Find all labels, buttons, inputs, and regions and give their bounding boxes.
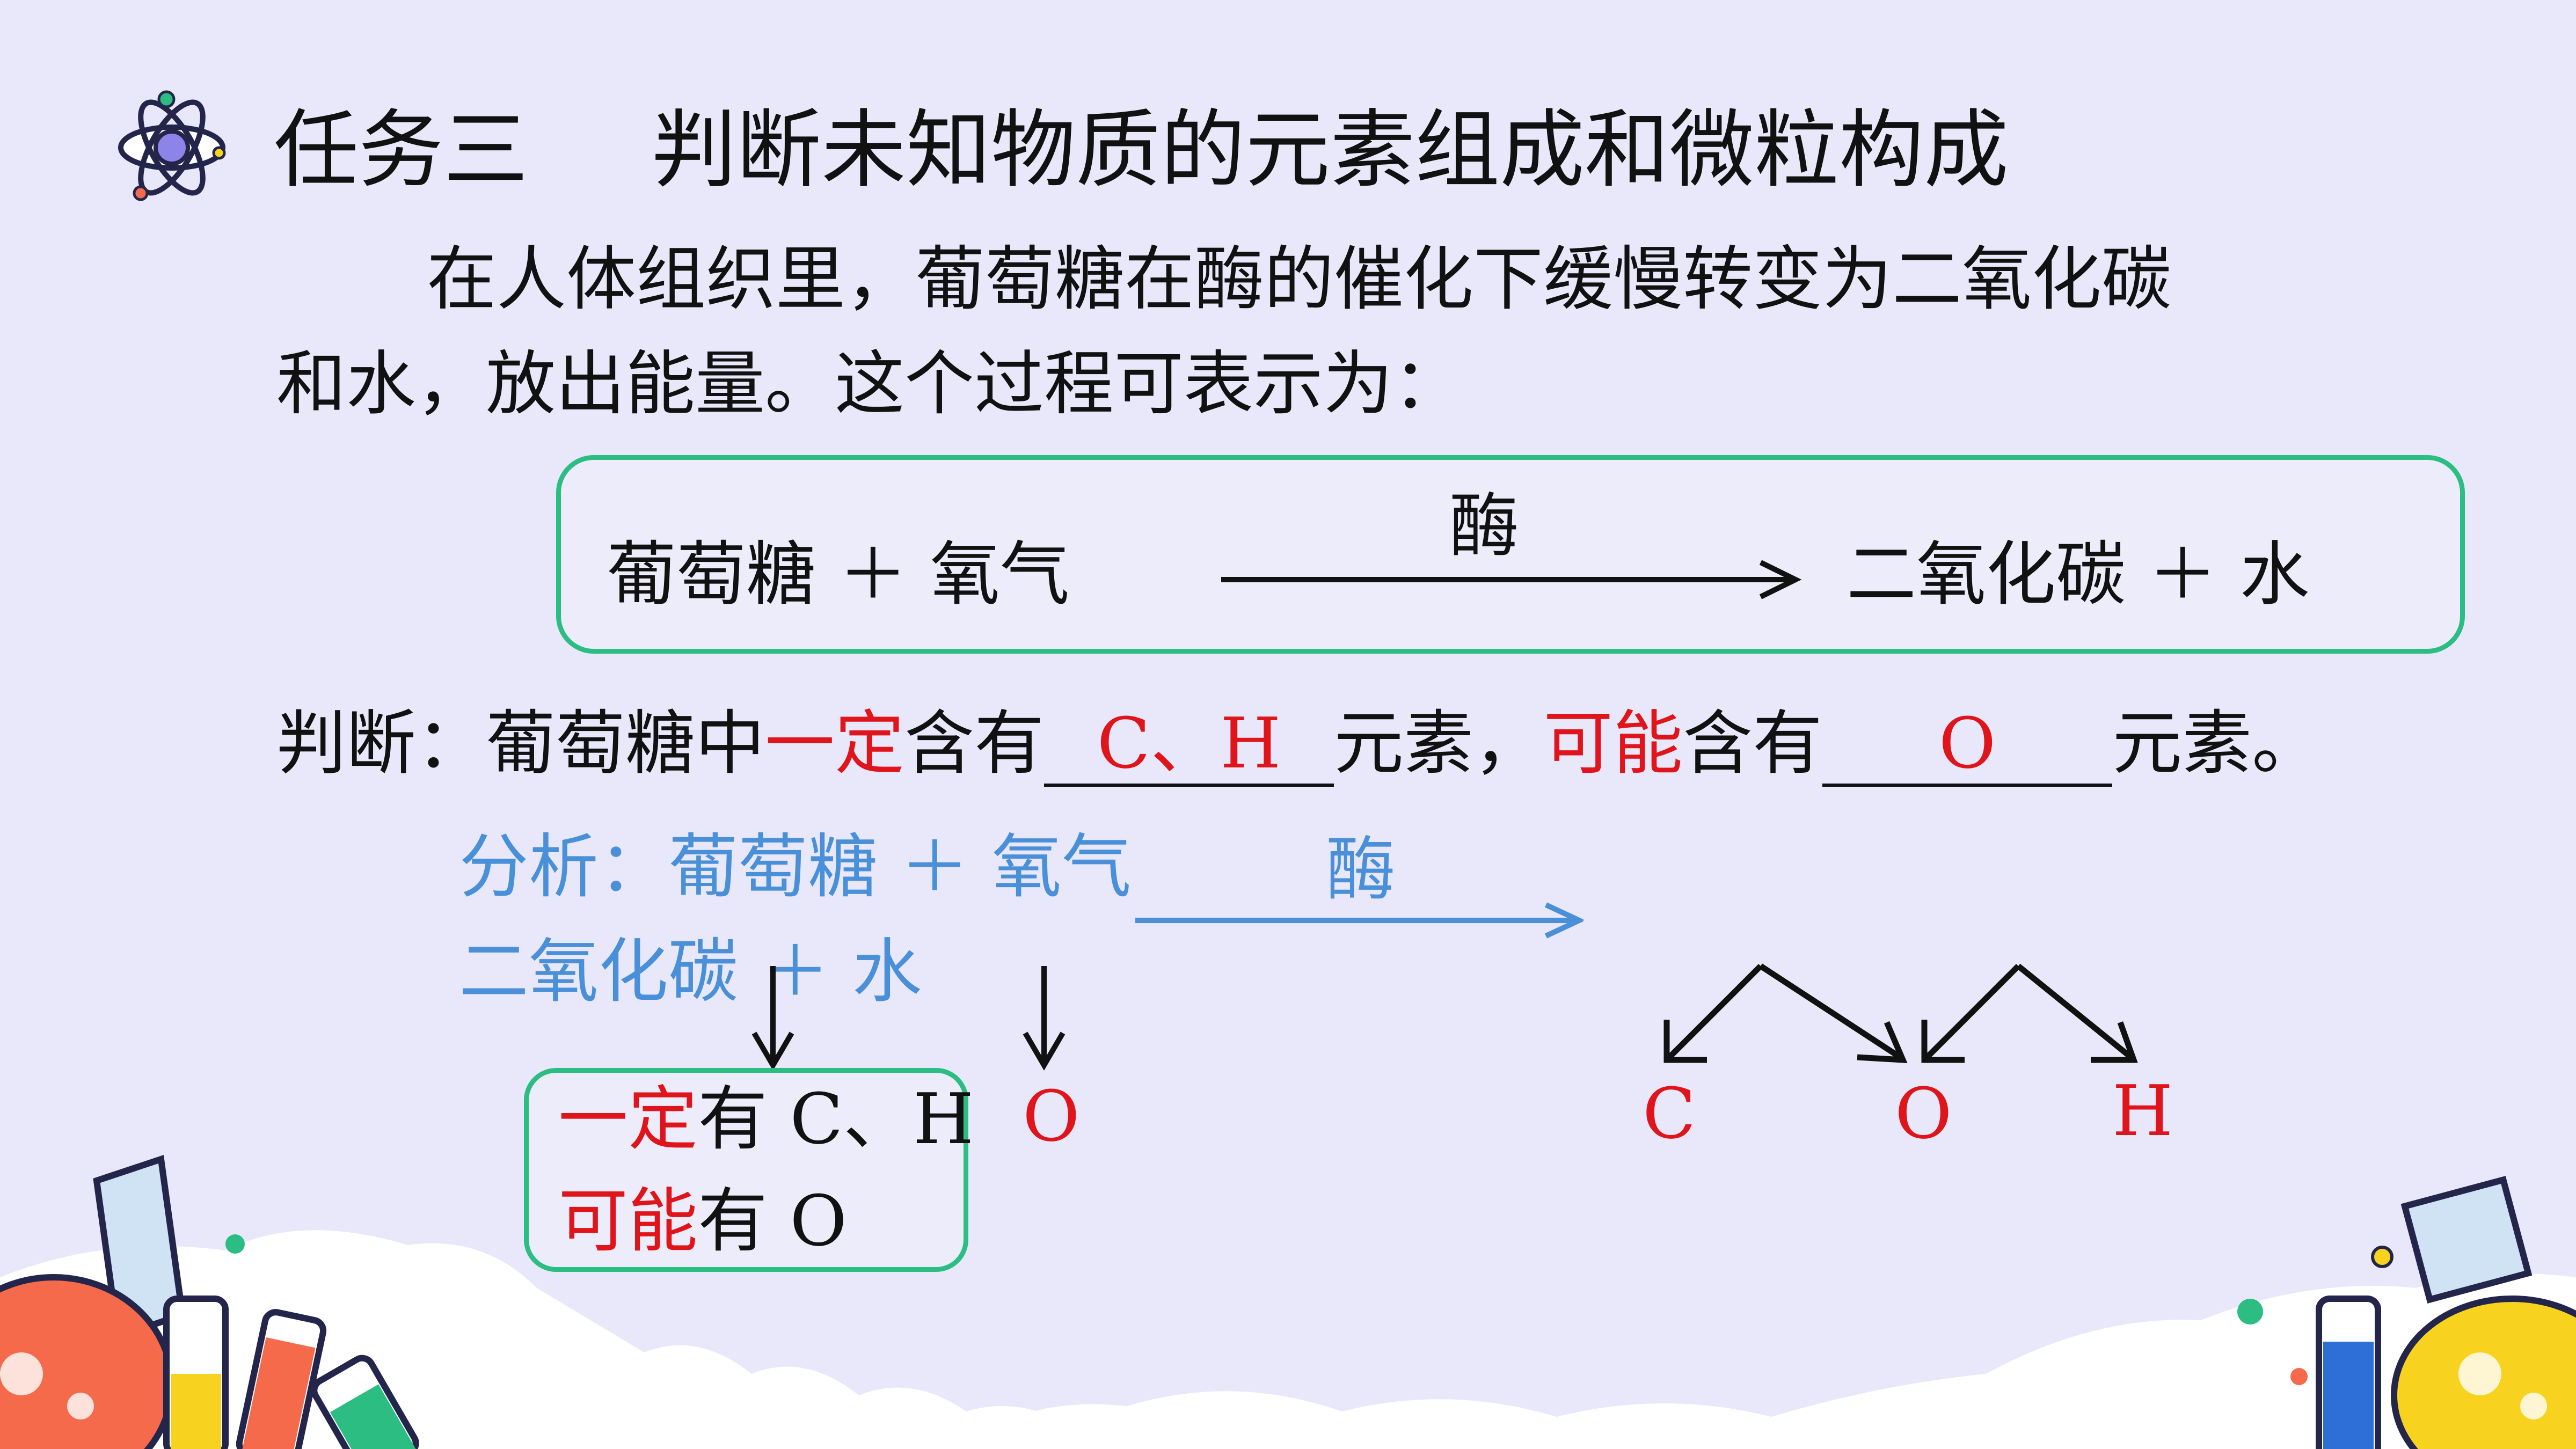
analysis-condition: 酶	[1326, 829, 1396, 910]
possible-label: 可能	[1543, 702, 1683, 784]
certain-label: 一定	[765, 702, 905, 784]
atom-icon	[118, 90, 226, 201]
tree-carbon: C	[1643, 1073, 1696, 1154]
down-arrow-right	[1023, 966, 1066, 1071]
analysis-line-2: 二氧化碳 ＋ 水	[459, 931, 922, 1012]
element-tree-arrows	[1663, 963, 2138, 1064]
cloud-shape	[966, 1274, 2576, 1449]
result-box	[524, 1068, 968, 1272]
bubble-icon	[2371, 1246, 2393, 1268]
oxygen-label: O	[1023, 1075, 1080, 1157]
bubble-icon	[2237, 1299, 2263, 1324]
intro-line-2: 和水，放出能量。这个过程可表示为：	[276, 343, 1463, 425]
bubble-icon	[225, 1234, 245, 1254]
test-tube-icon	[2316, 1296, 2381, 1449]
answer-1: C、H	[1097, 702, 1281, 784]
page-title: 任务三 判断未知物质的元素组成和微粒构成	[274, 97, 2009, 204]
flask-icon	[2391, 1176, 2576, 1449]
result-line-1: 一定有 C、H	[558, 1078, 974, 1160]
analysis-line-1: 分析：葡萄糖 ＋ 氧气	[459, 826, 1132, 908]
task-label: 任务三	[274, 101, 528, 200]
tree-oxygen: O	[1895, 1073, 1952, 1154]
flask-icon	[0, 1155, 186, 1449]
reaction-arrow	[1221, 560, 1802, 599]
result-line-2: 可能有 O	[558, 1180, 847, 1262]
bubble-icon	[2290, 1368, 2308, 1385]
equation-box	[556, 455, 2465, 654]
analysis-arrow	[1135, 902, 1583, 939]
title-heading: 判断未知物质的元素组成和微粒构成	[652, 101, 2009, 200]
equation-condition: 酶	[1449, 485, 1520, 567]
equation-products: 二氧化碳 ＋ 水	[1847, 533, 2310, 615]
answer-2: O	[1938, 702, 1996, 784]
down-arrow-left	[751, 966, 794, 1071]
equation-reactants: 葡萄糖 ＋ 氧气	[607, 533, 1070, 615]
intro-line-1: 在人体组织里，葡萄糖在酶的催化下缓慢转变为二氧化碳	[427, 238, 2172, 320]
tree-hydrogen: H	[2112, 1070, 2173, 1152]
answer-blank-1: C、H	[1044, 703, 1334, 787]
answer-blank-2: O	[1822, 702, 2113, 787]
test-tube-icon	[163, 1296, 419, 1449]
